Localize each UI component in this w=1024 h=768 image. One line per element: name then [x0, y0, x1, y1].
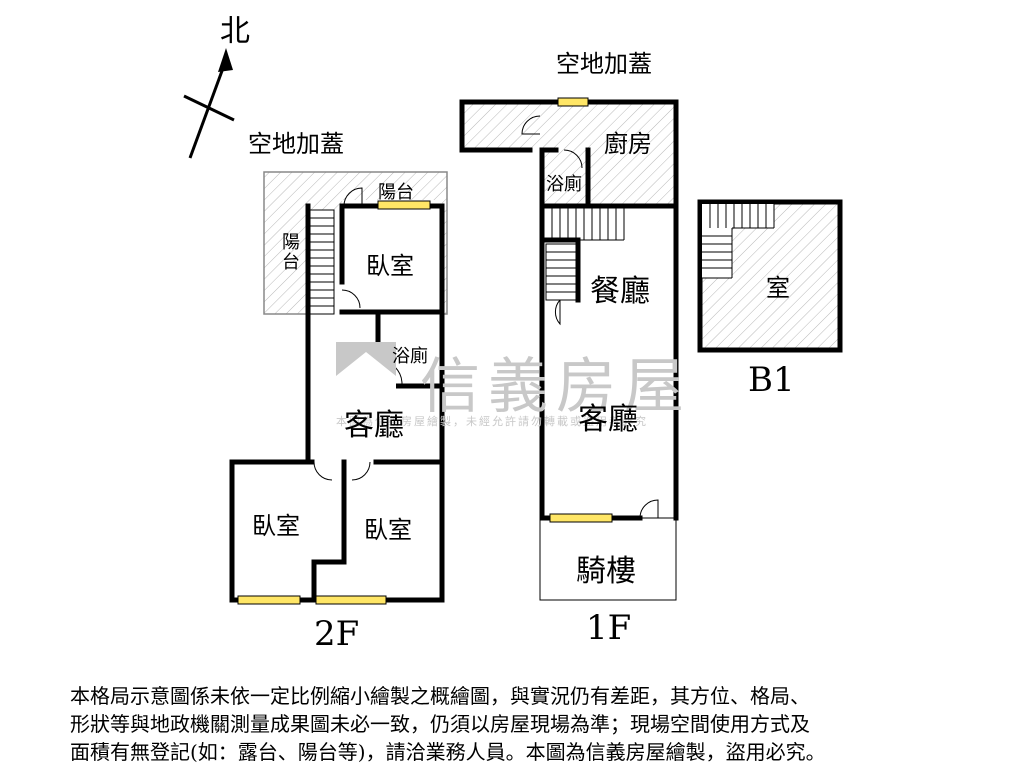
f1-dining-label: 餐廳 — [590, 274, 650, 309]
f1-kitchen-label: 廚房 — [604, 130, 652, 158]
f1-stairs-lower — [545, 243, 579, 301]
f2-living-label: 客廳 — [344, 408, 404, 443]
watermark-notice: 本圖為信義房屋繪製，未經允許請勿轉載或盜用者必究 — [336, 415, 648, 428]
f2-bedroom-top-label: 臥室 — [366, 252, 414, 280]
f2-doors — [313, 187, 403, 481]
f2-bathroom-label: 浴廁 — [392, 346, 428, 367]
f1-living-label: 客廳 — [578, 402, 638, 437]
f2-addition-label: 空地加蓋 — [248, 130, 344, 158]
f1-floor-label: 1F — [586, 608, 632, 648]
compass-north-label: 北 — [220, 14, 250, 49]
f2-windows — [237, 200, 431, 605]
disclaimer-line-1: 本格局示意圖係未依一定比例縮小繪製之概繪圖，與實況仍有差距，其方位、格局、 — [70, 684, 810, 708]
f2-bedroom-right-label: 臥室 — [364, 516, 412, 544]
watermark-brand: 信義房屋 — [420, 352, 692, 422]
f1-addition-label: 空地加蓋 — [556, 50, 652, 78]
f1-windows — [549, 97, 613, 523]
f2-bedroom-left-label: 臥室 — [252, 512, 300, 540]
b1-floor-label: B1 — [748, 360, 795, 400]
disclaimer-note: 本格局示意圖係未依一定比例縮小繪製之概繪圖，與實況仍有差距，其方位、格局、 形狀… — [70, 682, 970, 766]
floor-1f-plan — [459, 97, 679, 601]
watermark-house-icon — [336, 342, 396, 398]
floor-2f-plan — [229, 171, 448, 605]
b1-stairs — [702, 204, 775, 279]
disclaimer-line-3: 面積有無登記(如：露台、陽台等)，請洽業務人員。本圖為信義房屋繪製，盜用必究。 — [70, 740, 826, 764]
f2-balcony-left-label: 陽台 — [279, 232, 300, 272]
f2-stairs — [307, 209, 335, 315]
floor-b1-plan — [697, 199, 843, 353]
f2-balcony-top-label: 陽台 — [378, 182, 414, 203]
compass-north-arrow-icon — [183, 48, 235, 159]
f1-arcade-label: 騎樓 — [576, 554, 636, 589]
f1-bathroom-label: 浴廁 — [546, 174, 582, 195]
disclaimer-line-2: 形狀等與地政機關測量成果圖未必一致，仍須以房屋現場為準；現場空間使用方式及 — [70, 712, 810, 736]
f1-doors — [521, 115, 659, 519]
b1-room-label: 室 — [766, 274, 790, 302]
f2-floor-label: 2F — [314, 614, 360, 654]
f1-stairs-upper — [546, 206, 625, 241]
